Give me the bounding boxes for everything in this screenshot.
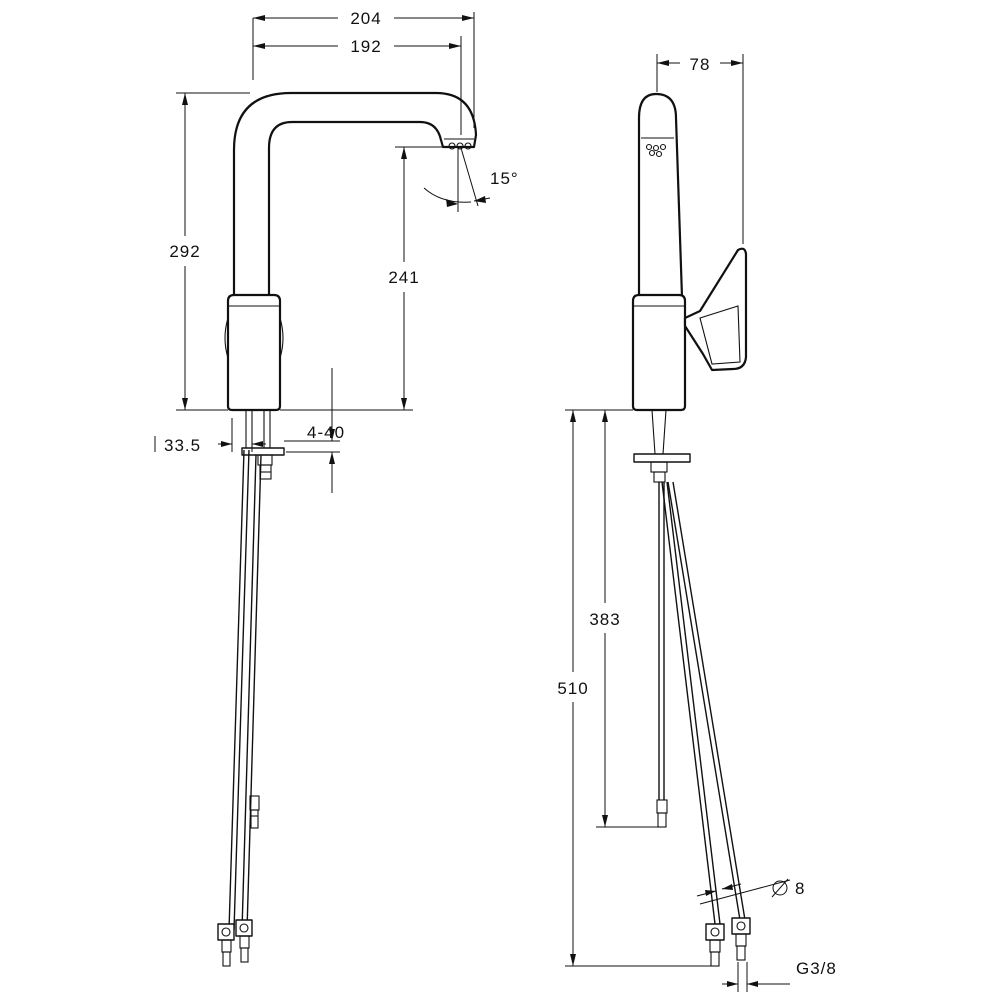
dim-overall-reach: 204 [252, 9, 475, 128]
dim-label-292: 292 [169, 242, 200, 261]
dim-hose-diameter: 8 [696, 878, 805, 905]
dim-spout-reach: 192 [253, 36, 462, 135]
dim-total-height: 292 [169, 92, 250, 411]
front-view: 204 192 292 241 [154, 9, 519, 967]
front-mounting [241, 410, 285, 480]
side-view: 78 383 510 [557, 54, 837, 992]
dim-base-offset: 33.5 [154, 418, 266, 455]
front-spout [232, 91, 478, 299]
dim-spout-height: 241 [280, 146, 444, 411]
aerator [444, 138, 474, 150]
dim-label-510: 510 [557, 679, 588, 698]
dim-label-192: 192 [350, 37, 381, 56]
front-hose-fittings [217, 919, 253, 967]
side-mounting [633, 409, 691, 483]
side-aerator [645, 143, 667, 158]
dim-label-15: 15° [490, 169, 519, 188]
dim-label-g3-8: G3/8 [796, 959, 837, 978]
front-body [226, 293, 282, 412]
dim-label-33-5: 33.5 [164, 436, 201, 455]
dim-label-241: 241 [388, 268, 419, 287]
dim-hose-long: 510 [557, 409, 711, 967]
dim-label-8: 8 [795, 879, 805, 898]
front-hoses [217, 449, 262, 967]
dim-swivel-angle: 15° [423, 147, 519, 212]
side-spout [637, 92, 684, 299]
dim-counter-thickness: 4-40 [284, 368, 345, 493]
dim-thread-size: G3/8 [722, 959, 837, 992]
dim-label-383: 383 [589, 610, 620, 629]
lever-handle [683, 247, 748, 372]
dim-side-depth: 78 [656, 54, 744, 244]
dim-label-78: 78 [690, 55, 711, 74]
side-hose-fittings [705, 917, 751, 967]
dim-hose-short: 383 [589, 409, 658, 828]
dim-label-4-40: 4-40 [307, 423, 345, 442]
side-body [631, 293, 687, 412]
dim-label-204: 204 [350, 9, 381, 28]
side-hoses [656, 481, 751, 967]
